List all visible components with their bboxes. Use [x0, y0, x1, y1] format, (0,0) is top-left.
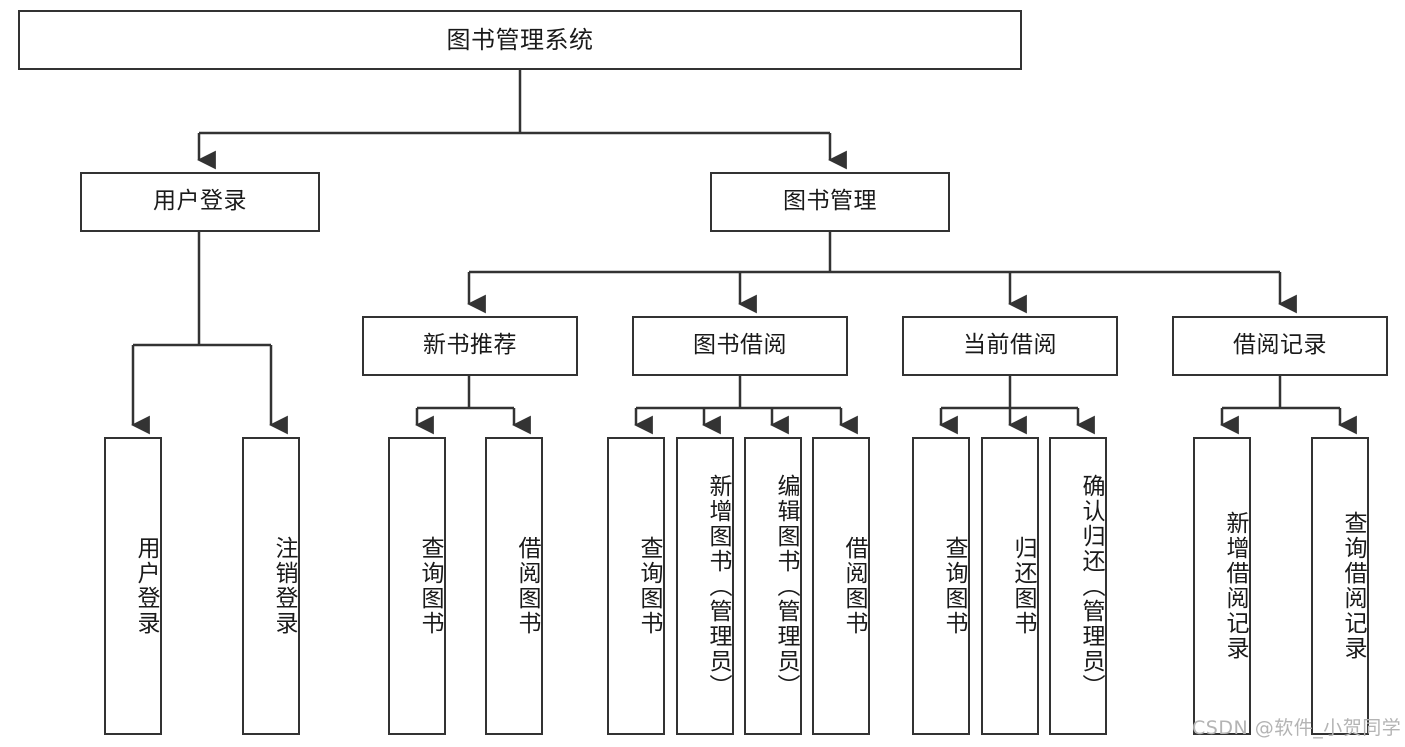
node-label: 新增图书（管理员） — [705, 473, 731, 699]
leaf-new-book-borrow[interactable]: 借阅图书 — [485, 437, 543, 735]
leaf-borrow-record-query[interactable]: 查询借阅记录 — [1311, 437, 1369, 735]
node-label: 图书管理 — [783, 188, 877, 215]
node-label: 归还图书 — [1010, 536, 1036, 636]
node-label: 借阅记录 — [1233, 332, 1327, 359]
node-book-borrow[interactable]: 图书借阅 — [632, 316, 848, 376]
leaf-user-login-signin[interactable]: 用户登录 — [104, 437, 162, 735]
node-label: 借阅图书 — [514, 536, 540, 636]
leaf-current-borrow-confirm-return[interactable]: 确认归还（管理员） — [1049, 437, 1107, 735]
leaf-new-book-query[interactable]: 查询图书 — [388, 437, 446, 735]
node-label: 查询图书 — [941, 536, 967, 636]
node-label: 查询借阅记录 — [1340, 511, 1366, 661]
node-user-login[interactable]: 用户登录 — [80, 172, 320, 232]
node-label: 图书借阅 — [693, 332, 787, 359]
node-label: 确认归还（管理员） — [1078, 473, 1104, 699]
node-label: 当前借阅 — [963, 332, 1057, 359]
leaf-current-borrow-return[interactable]: 归还图书 — [981, 437, 1039, 735]
node-new-book-recommend[interactable]: 新书推荐 — [362, 316, 578, 376]
node-label: 注销登录 — [271, 536, 297, 636]
node-label: 新书推荐 — [423, 332, 517, 359]
node-label: 图书管理系统 — [446, 25, 594, 54]
leaf-current-borrow-query[interactable]: 查询图书 — [912, 437, 970, 735]
node-label: 编辑图书（管理员） — [773, 473, 799, 699]
node-label: 查询图书 — [417, 536, 443, 636]
csdn-watermark: CSDN @软件_小贺同学 — [1192, 717, 1402, 739]
node-root-library-system[interactable]: 图书管理系统 — [18, 10, 1022, 70]
node-borrow-record[interactable]: 借阅记录 — [1172, 316, 1388, 376]
node-current-borrow[interactable]: 当前借阅 — [902, 316, 1118, 376]
leaf-book-borrow-add[interactable]: 新增图书（管理员） — [676, 437, 734, 735]
node-label: 用户登录 — [133, 536, 159, 636]
leaf-book-borrow-lend[interactable]: 借阅图书 — [812, 437, 870, 735]
node-label: 用户登录 — [153, 188, 247, 215]
node-book-manage[interactable]: 图书管理 — [710, 172, 950, 232]
leaf-book-borrow-query[interactable]: 查询图书 — [607, 437, 665, 735]
node-label: 借阅图书 — [841, 536, 867, 636]
leaf-borrow-record-add[interactable]: 新增借阅记录 — [1193, 437, 1251, 735]
node-label: 新增借阅记录 — [1222, 511, 1248, 661]
leaf-book-borrow-edit[interactable]: 编辑图书（管理员） — [744, 437, 802, 735]
leaf-user-login-signout[interactable]: 注销登录 — [242, 437, 300, 735]
node-label: 查询图书 — [636, 536, 662, 636]
